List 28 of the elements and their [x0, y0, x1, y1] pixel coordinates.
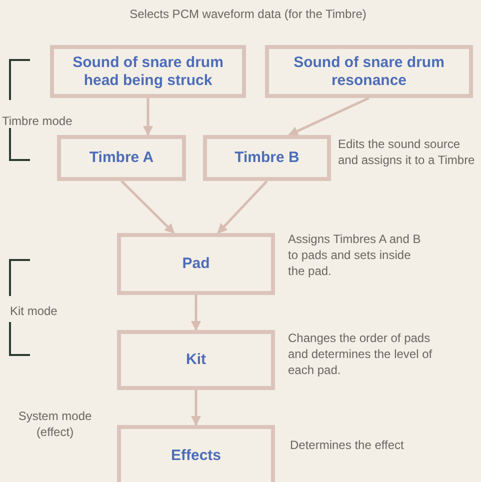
process-box: [117, 425, 275, 482]
mode-label: Kit mode: [10, 303, 58, 319]
process-box: [50, 45, 246, 98]
box-text: Sound of snare drum resonance: [292, 54, 446, 90]
description-text: Assigns Timbres A and B to pads and sets inside the pad.: [288, 231, 422, 279]
box-text: Timbre A: [89, 149, 154, 167]
arrow: [120, 180, 175, 234]
arrow: [288, 96, 370, 136]
mode-label: System mode (effect): [17, 408, 93, 440]
arrow: [143, 98, 153, 136]
description-text: Edits the sound source and assigns it to a Timbre: [338, 136, 476, 168]
box-text: Timbre B: [234, 149, 300, 167]
arrow: [191, 295, 201, 331]
process-box: [117, 330, 275, 390]
box-text: Sound of snare drum head being struck: [72, 54, 224, 90]
process-box: [57, 135, 186, 181]
arrow: [191, 390, 201, 426]
note-text: Selects PCM waveform data (for the Timbre): [130, 6, 366, 22]
mode-label: Timbre mode: [2, 113, 74, 129]
description-text: Changes the order of pads and determines the level of each pad.: [288, 330, 434, 378]
box-text: Pad: [182, 255, 210, 273]
box-text: Kit: [186, 351, 206, 369]
box-text: Effects: [170, 447, 222, 465]
process-box: [265, 45, 473, 98]
arrow: [217, 180, 268, 234]
process-box: [117, 233, 275, 295]
description-text: Determines the effect: [290, 437, 405, 453]
process-box: [203, 135, 331, 181]
